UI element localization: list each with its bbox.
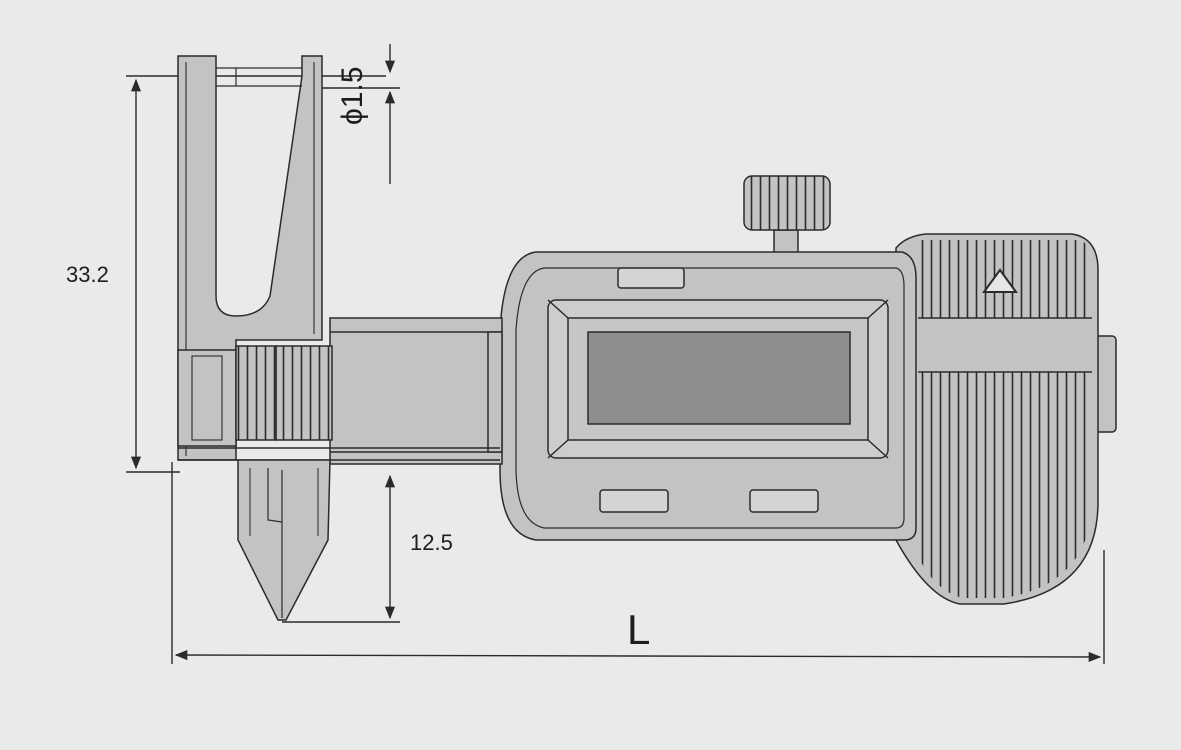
bezel-corner-bl xyxy=(547,439,569,459)
display-body-inner-edge xyxy=(515,267,905,529)
barrel-collar xyxy=(487,331,503,453)
bezel-corner-tr xyxy=(867,299,889,319)
spindle-knurl-ring xyxy=(275,345,333,441)
thimble-knurl-bottom xyxy=(918,372,1092,598)
length-dimension-line xyxy=(174,649,1102,663)
tip-slot xyxy=(267,468,283,523)
bottom-left-button xyxy=(599,489,669,513)
lcd-screen xyxy=(587,331,851,425)
bottom-right-button xyxy=(749,489,819,513)
bezel-corner-br xyxy=(867,439,889,459)
frame-knurl-ring xyxy=(235,345,277,441)
frame-lower-block xyxy=(177,349,237,447)
diameter-dimension-label: ϕ1.5 xyxy=(336,66,369,125)
micrometer xyxy=(177,55,1117,621)
pointed-tip xyxy=(237,459,331,621)
thumb-screw-knurl xyxy=(743,175,831,231)
thumb-screw-stem xyxy=(773,229,799,255)
tip-dimension-label: 12.5 xyxy=(410,530,453,555)
bezel-corner-tl xyxy=(547,299,569,319)
top-button xyxy=(617,267,685,289)
index-triangle-mark xyxy=(982,268,1018,293)
frame-lower-block-inset xyxy=(191,355,223,441)
spindle-barrel xyxy=(329,317,503,465)
length-dimension-label: L xyxy=(627,606,651,653)
depth-dimension-label: 33.2 xyxy=(66,262,109,287)
thimble-band xyxy=(918,318,1092,372)
dimension-lines xyxy=(126,44,1105,664)
